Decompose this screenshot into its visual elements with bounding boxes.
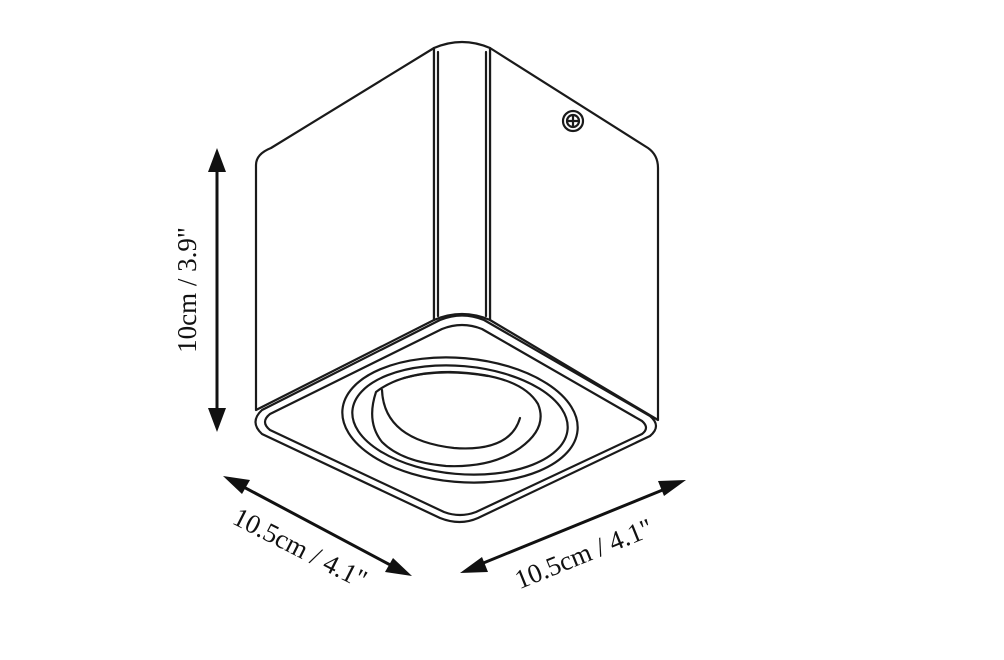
width-right-arrow-line bbox=[475, 485, 671, 568]
width-right-label: 10.5cm / 4.1" bbox=[510, 512, 657, 595]
lens-ring-outer bbox=[341, 356, 579, 484]
width-left-dimension: 10.5cm / 4.1" bbox=[223, 476, 412, 594]
width-right-arrow-head-start bbox=[460, 557, 488, 573]
height-label: 10cm / 3.9" bbox=[172, 227, 202, 353]
downlight-fixture bbox=[254, 40, 660, 524]
fixture-front-edge bbox=[432, 40, 492, 322]
fixture-bottom-inner-frame bbox=[263, 323, 648, 517]
fixture-right-face bbox=[488, 46, 660, 422]
lens-inner-curve bbox=[380, 388, 522, 450]
fixture-left-face bbox=[254, 46, 436, 412]
height-arrow-head-top bbox=[208, 148, 226, 172]
width-left-arrow-head-end bbox=[385, 558, 412, 576]
height-dimension: 10cm / 3.9" bbox=[172, 148, 226, 432]
width-left-arrow-line bbox=[237, 482, 397, 570]
width-right-arrow-head-end bbox=[658, 480, 686, 496]
height-arrow-head-bottom bbox=[208, 408, 226, 432]
lens-ring-inner bbox=[351, 364, 569, 476]
width-left-arrow-head-start bbox=[223, 476, 250, 494]
screw-icon bbox=[561, 109, 585, 133]
